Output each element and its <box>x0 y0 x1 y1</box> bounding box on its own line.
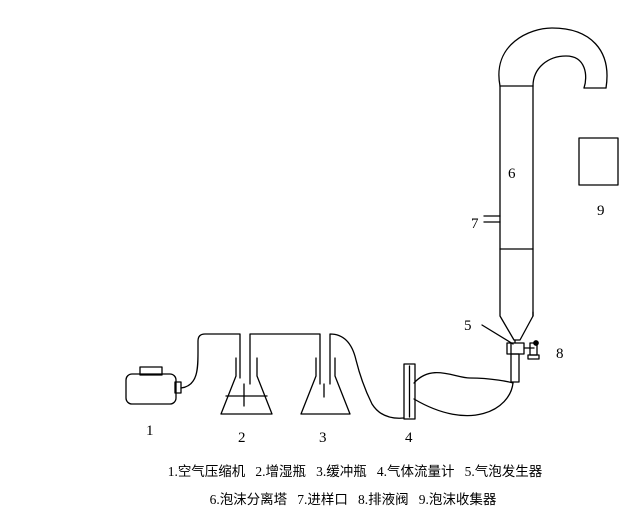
caption-line-1: 1.空气压缩机 2.增湿瓶 3.缓冲瓶 4.气体流量计 5.气泡发生器 <box>168 464 543 479</box>
foam-separation-tower <box>498 27 608 341</box>
connecting-tubes <box>180 333 514 419</box>
label-sampling-port: 7 <box>471 216 479 232</box>
label-collector: 9 <box>597 203 605 219</box>
foam-collector <box>578 137 619 186</box>
label-flowmeter: 4 <box>405 430 413 446</box>
air-compressor <box>125 366 182 405</box>
sampling-port <box>483 215 501 223</box>
label-drain-valve: 8 <box>556 346 564 362</box>
humidifier-flask <box>220 357 273 415</box>
label-humidifier: 2 <box>238 430 246 446</box>
foam-generator-and-valve <box>481 324 540 383</box>
caption-line-2: 6.泡沫分离塔 7.进样口 8.排液阀 9.泡沫收集器 <box>210 491 497 507</box>
buffer-flask <box>300 357 351 415</box>
label-compressor: 1 <box>146 423 154 439</box>
gas-flowmeter <box>403 363 416 420</box>
label-buffer: 3 <box>319 430 327 446</box>
label-foam-generator: 5 <box>464 318 472 334</box>
label-tower: 6 <box>508 166 516 182</box>
